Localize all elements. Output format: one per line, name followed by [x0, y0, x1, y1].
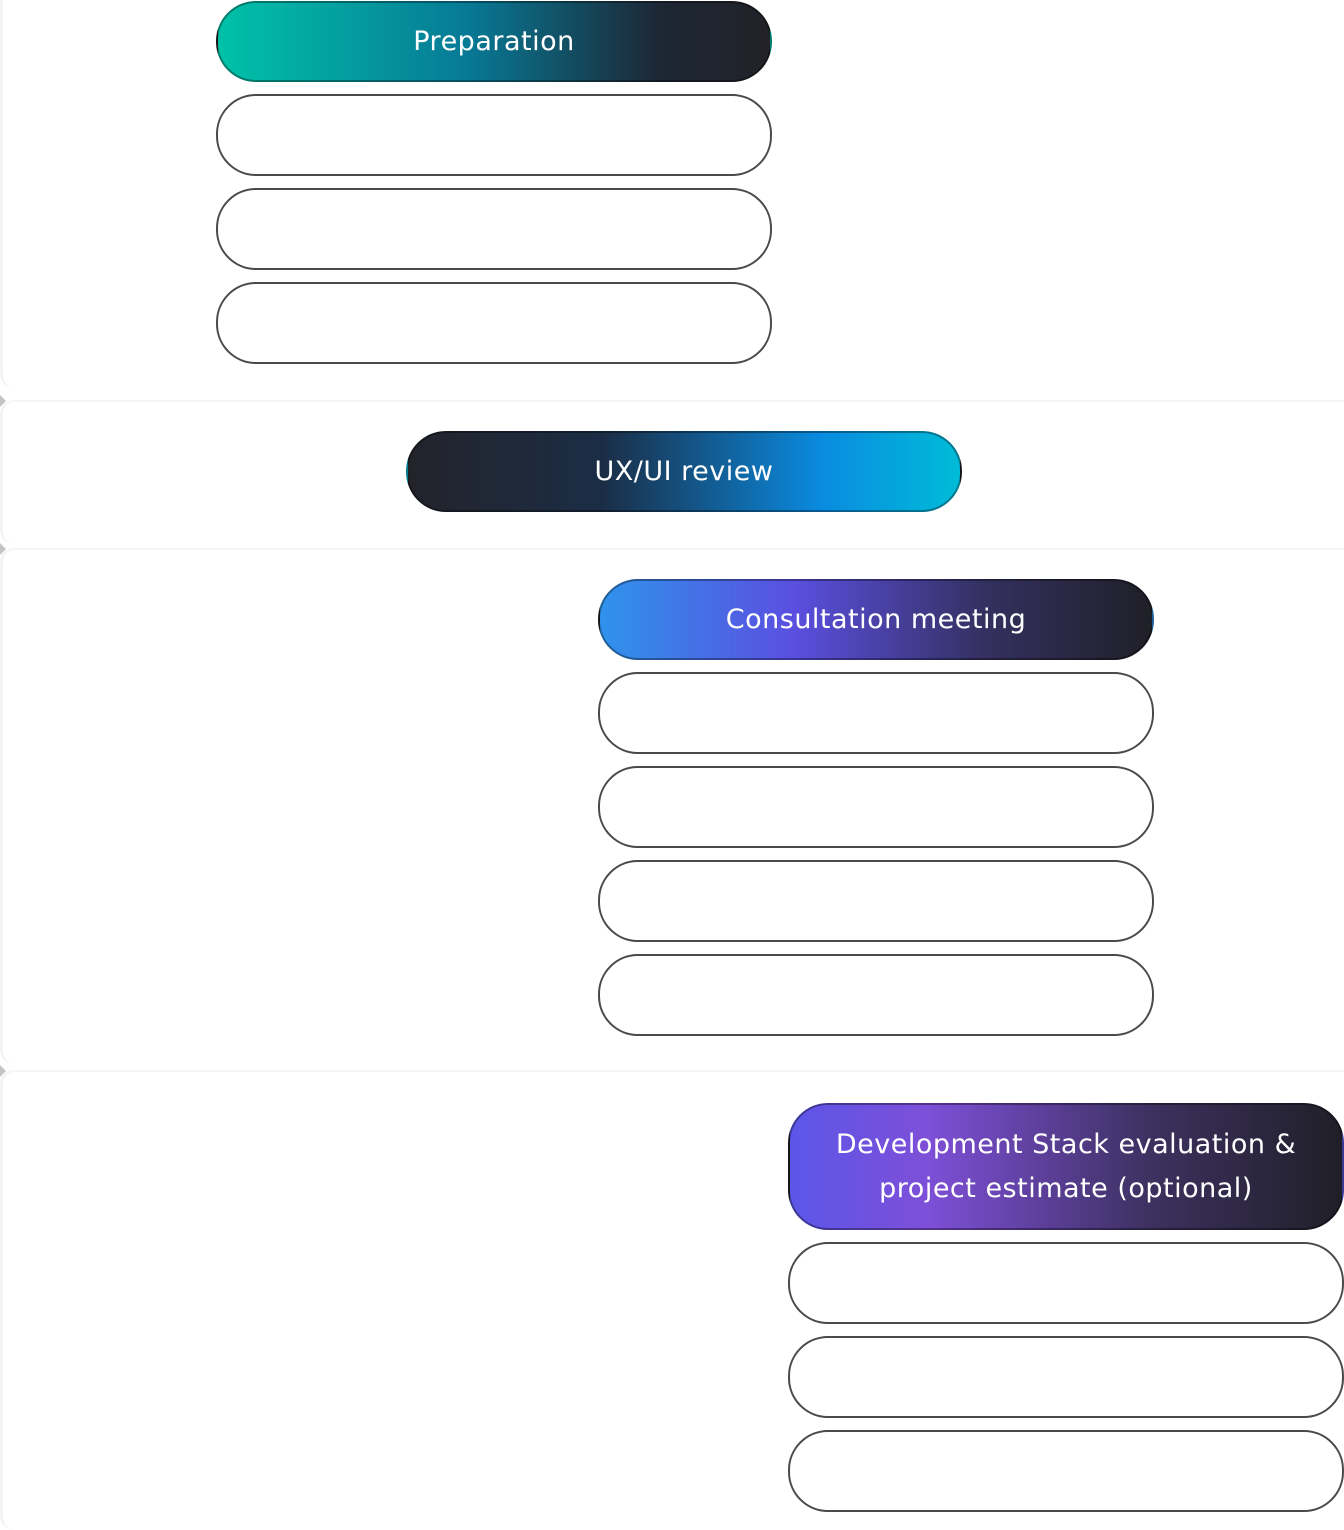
- phase-development-header: Development Stack evaluation & project e…: [788, 1103, 1344, 1230]
- development-step-1: [788, 1242, 1344, 1324]
- development-step-3: [788, 1430, 1344, 1512]
- consultation-step-3: [598, 860, 1154, 942]
- phase-preparation-header: Preparation: [216, 1, 772, 82]
- phase-bracket-preparation: [0, 0, 1344, 388]
- phase-ux-ui-review-header: UX/UI review: [406, 431, 962, 512]
- bracket-notch-1: [0, 392, 6, 410]
- phase-bracket-development: [0, 1070, 1344, 1530]
- consultation-step-2: [598, 766, 1154, 848]
- phase-consultation-header: Consultation meeting: [598, 579, 1154, 660]
- development-step-2: [788, 1336, 1344, 1418]
- phase-preparation-title: Preparation: [413, 25, 575, 57]
- bracket-notch-3: [0, 1062, 6, 1080]
- bracket-notch-2: [0, 540, 6, 558]
- phase-bracket-ux-ui: [0, 400, 1344, 544]
- consultation-step-1: [598, 672, 1154, 754]
- preparation-step-2: [216, 188, 772, 270]
- phase-ux-ui-review-title: UX/UI review: [594, 455, 774, 487]
- preparation-step-3: [216, 282, 772, 364]
- phase-consultation-title: Consultation meeting: [725, 603, 1027, 635]
- consultation-step-4: [598, 954, 1154, 1036]
- preparation-step-1: [216, 94, 772, 176]
- phase-development-title: Development Stack evaluation & project e…: [835, 1128, 1297, 1204]
- phase-bracket-consultation: [0, 548, 1344, 1064]
